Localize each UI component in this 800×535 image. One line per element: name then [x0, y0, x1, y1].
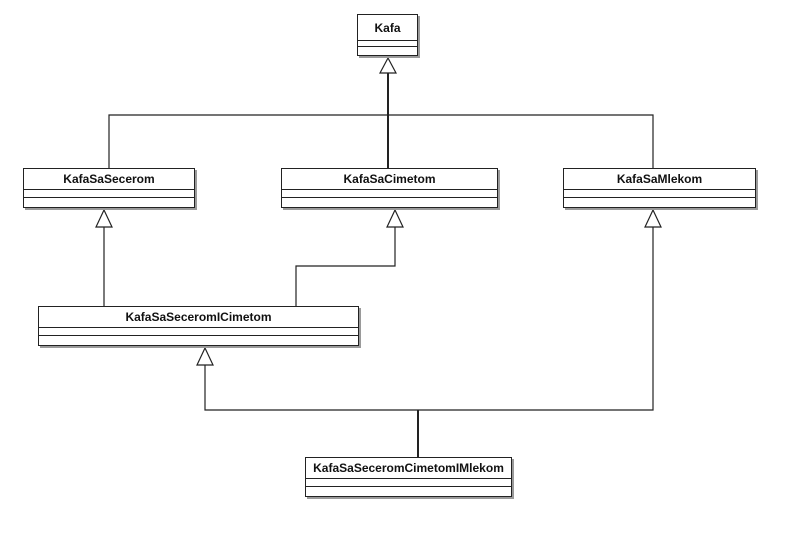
- edge-all-to-mleko: [418, 227, 654, 411]
- generalization-arrow-cimet: [386, 208, 404, 228]
- class-name: KafaSaSeceromICimetom: [39, 307, 358, 328]
- class-kafa-sa-cimetom[interactable]: KafaSaCimetom: [281, 168, 498, 208]
- attributes-compartment: [564, 190, 755, 198]
- class-kafa[interactable]: Kafa: [357, 14, 418, 56]
- operations-compartment: [24, 198, 194, 206]
- class-kafa-sa-secerom[interactable]: KafaSaSecerom: [23, 168, 195, 208]
- class-name: Kafa: [358, 15, 417, 41]
- class-kafa-sa-mlekom[interactable]: KafaSaMlekom: [563, 168, 756, 208]
- attributes-compartment: [358, 41, 417, 47]
- generalization-arrow-secer: [95, 208, 113, 228]
- generalization-arrow-secer-cimet: [196, 346, 214, 366]
- class-name: KafaSaSecerom: [24, 169, 194, 190]
- edge-all-to-secer-cimet: [204, 365, 418, 411]
- edge-secer-to-kafa: [108, 114, 387, 168]
- attributes-compartment: [282, 190, 497, 198]
- generalization-arrow-mleko: [644, 208, 662, 228]
- operations-compartment: [564, 198, 755, 206]
- operations-compartment: [282, 198, 497, 206]
- class-kafa-sa-secerom-i-cimetom[interactable]: KafaSaSeceromICimetom: [38, 306, 359, 346]
- attributes-compartment: [24, 190, 194, 198]
- operations-compartment: [358, 47, 417, 54]
- attributes-compartment: [306, 479, 511, 487]
- class-kafa-sa-secerom-cimetom-i-mlekom[interactable]: KafaSaSeceromCimetomIMlekom: [305, 457, 512, 497]
- attributes-compartment: [39, 328, 358, 336]
- operations-compartment: [306, 487, 511, 495]
- edge-mleko-to-kafa: [387, 114, 654, 168]
- generalization-arrow-kafa: [379, 56, 397, 74]
- edge-secer-cimet-to-cimet: [295, 227, 396, 306]
- operations-compartment: [39, 336, 358, 344]
- class-name: KafaSaMlekom: [564, 169, 755, 190]
- class-name: KafaSaCimetom: [282, 169, 497, 190]
- class-name: KafaSaSeceromCimetomIMlekom: [306, 458, 511, 479]
